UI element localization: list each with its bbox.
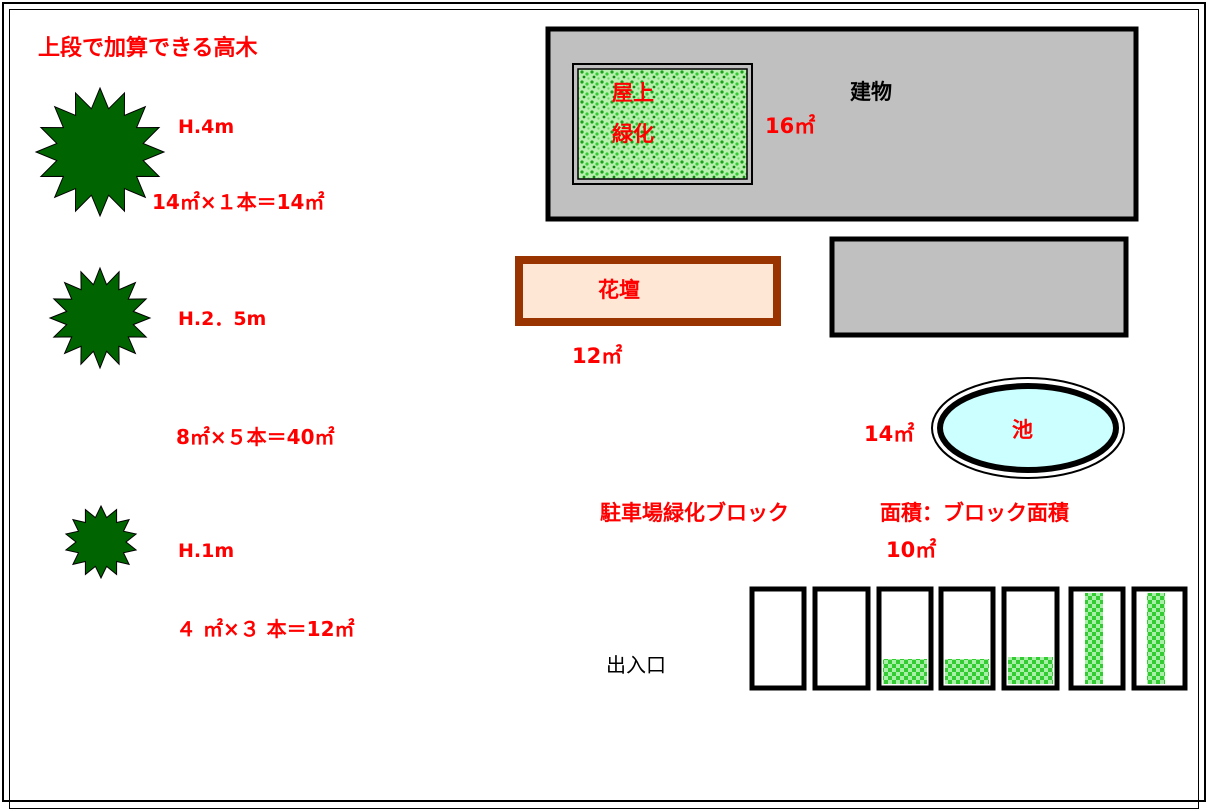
parking-area: 10㎡ bbox=[886, 538, 937, 562]
pond-area: 14㎡ bbox=[864, 422, 915, 446]
page-title: 上段で加算できる高木 bbox=[38, 36, 258, 61]
rooftop-label-line1: 屋上 bbox=[612, 81, 654, 105]
tree-small-calc: ４ ㎡×３ 本＝12㎡ bbox=[176, 617, 355, 641]
pond bbox=[937, 383, 1119, 473]
parking-green-strip bbox=[945, 659, 989, 684]
site-plan bbox=[34, 26, 1188, 691]
flowerbed-area: 12㎡ bbox=[572, 344, 623, 368]
parking-space bbox=[1068, 586, 1126, 691]
tree-large bbox=[34, 86, 166, 218]
parking-note: 面積：ブロック面積 bbox=[880, 501, 1069, 525]
parking-green-strip bbox=[1085, 593, 1103, 684]
annex-building bbox=[829, 236, 1129, 338]
tree-large-height: H.4m bbox=[178, 116, 235, 138]
tree-medium-height: H.2．5m bbox=[178, 308, 267, 330]
pond-label: 池 bbox=[1012, 418, 1033, 442]
parking-blocks bbox=[749, 586, 1188, 691]
rooftop-greening-outer bbox=[572, 63, 753, 185]
parking-space bbox=[812, 586, 871, 691]
tree-large-calc: 14㎡×１本＝14㎡ bbox=[152, 190, 325, 214]
parking-green-strip bbox=[1008, 657, 1053, 684]
entrance-label: 出入口 bbox=[606, 653, 666, 677]
tree-small bbox=[64, 504, 138, 580]
rooftop-greening bbox=[577, 68, 748, 180]
parking-space bbox=[749, 586, 807, 691]
rooftop-label-line2: 緑化 bbox=[612, 122, 654, 146]
parking-green-strip bbox=[1147, 593, 1165, 684]
parking-green-strip bbox=[883, 659, 927, 684]
tree-medium-calc: 8㎡×５本＝40㎡ bbox=[176, 425, 335, 449]
flowerbed-label: 花壇 bbox=[598, 278, 640, 302]
building-label: 建物 bbox=[850, 80, 892, 104]
flowerbed bbox=[515, 256, 781, 326]
tree-medium bbox=[48, 266, 152, 370]
rooftop-area: 16㎡ bbox=[765, 114, 816, 138]
tree-small-height: H.1m bbox=[178, 540, 235, 562]
parking-label: 駐車場緑化ブロック bbox=[600, 501, 789, 525]
